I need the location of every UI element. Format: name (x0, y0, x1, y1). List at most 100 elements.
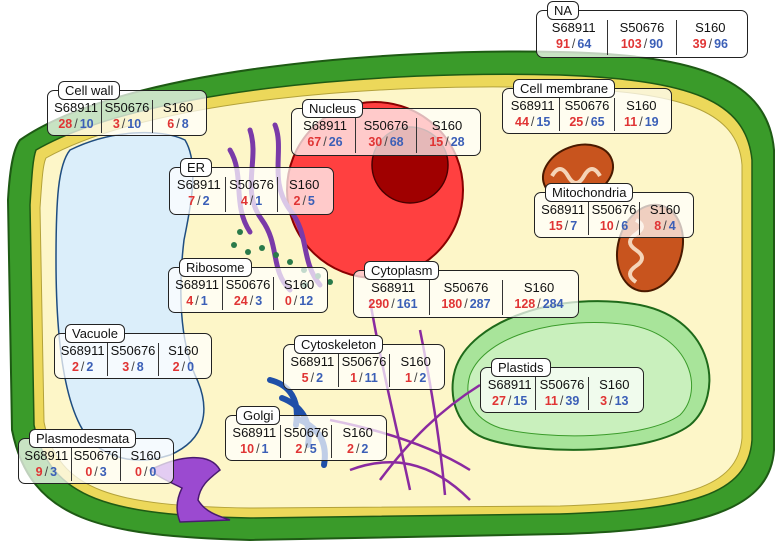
strain-label: S50676 (619, 20, 665, 35)
count-a: 2 (172, 360, 180, 374)
count-a: 30 (368, 135, 383, 149)
count-b: 10 (127, 117, 142, 131)
count-b: 15 (513, 394, 528, 408)
count-b: 65 (590, 115, 605, 129)
count-a: 3 (122, 360, 130, 374)
count-a: 11 (544, 394, 558, 408)
count-b: 2 (361, 442, 369, 456)
count-b: 4 (668, 219, 676, 233)
strain-label: S160 (649, 202, 681, 217)
count-a: 128 (514, 297, 536, 311)
count-b: 64 (577, 37, 592, 51)
label-title: Cytoplasm (364, 261, 440, 280)
strain-label: S68911 (24, 448, 69, 463)
count-a: 15 (548, 219, 563, 233)
count-a: 24 (233, 294, 248, 308)
count-a: 27 (492, 394, 506, 408)
strain-label: S68911 (54, 100, 98, 115)
strain-label: S68911 (303, 118, 347, 133)
count-a: 67 (307, 135, 322, 149)
strain-label: S160 (599, 377, 630, 392)
strain-label: S50676 (363, 118, 409, 133)
strain-label: S68911 (551, 20, 596, 35)
count-a: 25 (569, 115, 584, 129)
count-a: 5 (301, 371, 309, 385)
count-b: 1 (261, 442, 269, 456)
count-a: 2 (71, 360, 79, 374)
count-b: 10 (79, 117, 94, 131)
strain-label: S68911 (176, 177, 221, 192)
strain-label: S160 (342, 425, 373, 440)
count-b: 284 (542, 297, 564, 311)
count-b: 5 (309, 442, 317, 456)
count-b: 2 (202, 194, 210, 208)
strain-label: S160 (283, 277, 315, 292)
count-a: 15 (429, 135, 444, 149)
count-b: 19 (644, 115, 659, 129)
label-title: Cell membrane (513, 79, 616, 98)
count-a: 0 (134, 465, 142, 479)
strain-label: S50676 (591, 202, 637, 217)
count-b: 161 (396, 297, 418, 311)
count-b: 1 (255, 194, 263, 208)
count-b: 3 (50, 465, 58, 479)
count-b: 39 (565, 394, 580, 408)
label-title: Plasmodesmata (29, 429, 137, 448)
strain-label: S50676 (110, 343, 156, 358)
strain-label: S50676 (73, 448, 119, 463)
count-b: 8 (181, 117, 189, 131)
strain-label: S68911 (487, 377, 532, 392)
count-a: 7 (188, 194, 196, 208)
label-title: Plastids (491, 358, 551, 377)
count-a: 1 (350, 371, 358, 385)
count-a: 1 (404, 371, 412, 385)
count-a: 103 (620, 37, 642, 51)
strain-label: S68911 (541, 202, 585, 217)
count-a: 2 (346, 442, 354, 456)
strain-label: S50676 (225, 277, 271, 292)
strain-label: S68911 (175, 277, 219, 292)
count-b: 15 (536, 115, 551, 129)
strain-label: S50676 (564, 98, 610, 113)
count-b: 2 (419, 371, 427, 385)
count-b: 11 (364, 371, 378, 385)
count-a: 10 (240, 442, 255, 456)
strain-label: S160 (168, 343, 199, 358)
strain-label: S50676 (104, 100, 150, 115)
strain-label: S50676 (283, 425, 329, 440)
strain-label: S160 (523, 280, 555, 295)
count-b: 26 (328, 135, 343, 149)
count-b: 0 (187, 360, 195, 374)
label-title: NA (547, 1, 580, 20)
strain-label: S68911 (371, 280, 415, 295)
count-b: 96 (714, 37, 728, 51)
strain-label: S68911 (510, 98, 555, 113)
count-a: 2 (293, 194, 301, 208)
count-b: 2 (316, 371, 324, 385)
count-a: 0 (85, 465, 93, 479)
strain-label: S50676 (443, 280, 489, 295)
count-a: 44 (515, 115, 529, 129)
count-b: 5 (307, 194, 315, 208)
count-a: 28 (58, 117, 73, 131)
strain-label: S160 (695, 20, 726, 35)
count-a: 9 (35, 465, 43, 479)
count-a: 6 (167, 117, 175, 131)
count-b: 8 (136, 360, 144, 374)
count-b: 28 (450, 135, 465, 149)
count-b: 3 (255, 294, 263, 308)
strain-label: S160 (162, 100, 194, 115)
strain-label: S50676 (341, 354, 387, 369)
strain-label: S50676 (229, 177, 274, 192)
count-b: 6 (621, 219, 629, 233)
count-a: 91 (556, 37, 570, 51)
count-b: 90 (649, 37, 664, 51)
